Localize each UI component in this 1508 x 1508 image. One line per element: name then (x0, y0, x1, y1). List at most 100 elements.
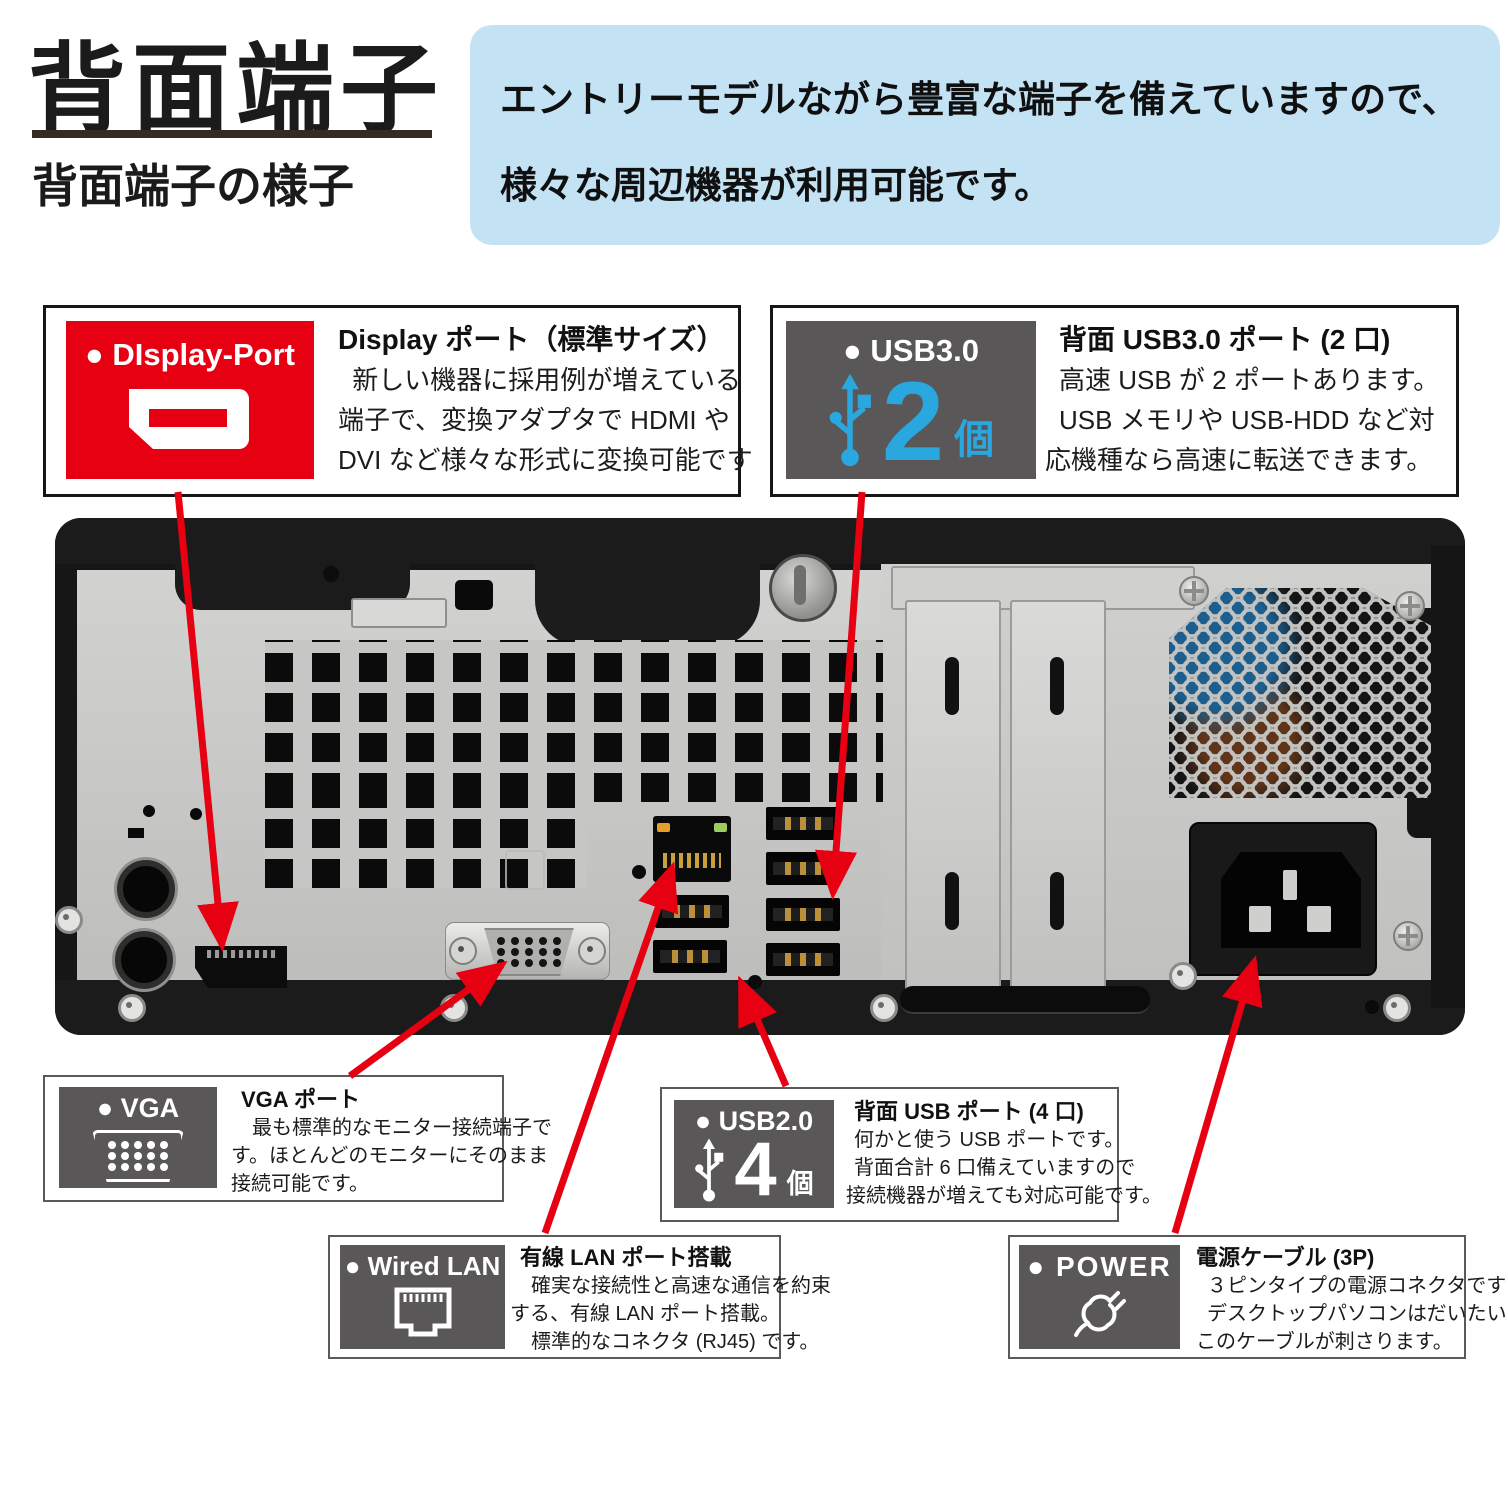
usb20-chip-text: USB2.0 (718, 1106, 814, 1136)
usb20-count: 4 (734, 1127, 777, 1213)
screw (55, 906, 83, 934)
intro-box: エントリーモデルながら豊富な端子を備えていますので、 様々な周辺機器が利用可能で… (470, 25, 1500, 245)
kensington-slot (455, 580, 493, 610)
screw-hole (323, 566, 339, 582)
lan-pins (663, 853, 721, 868)
screw (1169, 962, 1197, 990)
lan-title: 有線 LAN ポート搭載 (520, 1245, 732, 1270)
pc-rear-photo (55, 518, 1465, 1035)
power-pin (1249, 906, 1271, 932)
vga-pin-row (484, 959, 573, 967)
thumbscrew (769, 554, 837, 622)
usb-tongue (772, 816, 834, 831)
displayport-port (195, 946, 287, 988)
screw (1393, 921, 1423, 951)
vga-pin-row (484, 948, 573, 956)
callout-vga: ● VGA VGA ポート 最も標準的なモニター接続端子で す。ほとんどのモニタ… (43, 1075, 552, 1202)
case-latch (351, 598, 447, 628)
usb30-chip: ● USB3.0 2 個 (786, 321, 1036, 479)
panel-hole (143, 805, 155, 817)
power-inlet (1189, 822, 1377, 976)
lan-chip-text: Wired LAN (367, 1251, 501, 1281)
callout-lan: ● Wired LAN 有線 LAN ポート搭載 確実な接続性と高速な通信を約束… (328, 1235, 831, 1359)
vga-screw (449, 937, 477, 965)
usb30-line: 高速 USB が 2 ポートあります。 (1059, 365, 1440, 395)
vga-screw (578, 937, 606, 965)
usb-tongue (772, 907, 834, 922)
lan-line: する、有線 LAN ポート搭載。 (510, 1303, 781, 1325)
displayport-pins (207, 950, 277, 958)
usb30-line: USB メモリや USB-HDD など対 (1059, 405, 1435, 435)
usb30-line: 応機種なら高速に転送できます。 (1045, 445, 1433, 475)
callout-usb20: ● USB2.0 4 個 背面 USB ポート (4 口) (660, 1087, 1162, 1222)
vga-line: す。ほとんどのモニターにそのまま (231, 1145, 548, 1167)
title-underline (32, 130, 432, 138)
usb30-count: 2 (881, 358, 945, 484)
chassis-handle-bump (535, 518, 760, 646)
displayport-title: Display ポート（標準サイズ） (338, 324, 725, 355)
power-title: 電源ケーブル (3P) (1196, 1245, 1375, 1270)
usb30-chip-label: ● USB3.0 (786, 333, 1036, 369)
screw (1179, 576, 1209, 606)
power-plug-icon (1073, 1291, 1126, 1337)
usb-tongue (772, 952, 834, 967)
slot-vent (945, 657, 959, 715)
panel-hole (632, 865, 646, 879)
power-line: デスクトップパソコンはだいたい (1207, 1303, 1507, 1325)
power-pin (1307, 906, 1331, 932)
screw (440, 994, 468, 1022)
power-text: 電源ケーブル (3P) ３ピンタイプの電源コネクタです デスクトップパソコンはだ… (1196, 1243, 1507, 1356)
usb20-chip-label: ● USB2.0 (674, 1106, 834, 1137)
usb-port (766, 807, 840, 840)
panel-hole (1365, 1000, 1379, 1014)
psu-vent (1169, 588, 1431, 798)
callout-displayport: ● DIsplay-Port Display ポート（標準サイズ） 新しい機器に… (43, 305, 753, 497)
usb20-text: 背面 USB ポート (4 口) 何かと使う USB ポートです。 背面合計 6… (846, 1097, 1162, 1210)
usb-port (653, 940, 727, 973)
power-line: ３ピンタイプの電源コネクタです (1207, 1275, 1507, 1297)
slot-vent (1050, 657, 1064, 715)
power-chip: ● POWER (1019, 1245, 1180, 1349)
callout-usb30: ● USB3.0 2 個 背面 USB3.0 ポート (2 口 (770, 305, 1459, 497)
vga-line: 最も標準的なモニター接続端子で (252, 1117, 552, 1139)
lan-text: 有線 LAN ポート搭載 確実な接続性と高速な通信を約束 する、有線 LAN ポ… (510, 1243, 831, 1356)
lan-led-green (714, 823, 727, 832)
page-title: 背面端子 (28, 34, 445, 144)
bullet-icon: ● (694, 1106, 712, 1136)
vent-grid (265, 640, 883, 802)
lan-line: 確実な接続性と高速な通信を約束 (531, 1275, 831, 1297)
usb20-chip: ● USB2.0 4 個 (674, 1100, 834, 1208)
c14-socket (1221, 852, 1361, 948)
bullet-icon: ● (843, 333, 862, 368)
usb-port (766, 898, 840, 931)
vga-pin-row (484, 937, 573, 945)
displayport-icon (129, 389, 249, 449)
screw (1395, 591, 1425, 621)
page-subtitle: 背面端子の様子 (32, 160, 354, 212)
displayport-line: DVI など様々な形式に変換可能です (338, 445, 753, 475)
audio-jack (115, 931, 173, 989)
lan-led-orange (657, 823, 670, 832)
usb-tongue (659, 949, 721, 964)
usb-port (655, 895, 729, 928)
usb-icon (829, 373, 871, 467)
usb-tongue (661, 904, 723, 919)
usb30-countrow: 2 個 (786, 358, 1036, 484)
usb-port (766, 943, 840, 976)
bullet-icon: ● (85, 337, 104, 372)
displayport-chip-label: ● DIsplay-Port (66, 337, 314, 373)
power-chip-text: POWER (1055, 1251, 1172, 1282)
lan-line: 標準的なコネクタ (RJ45) です。 (531, 1331, 820, 1353)
chassis-bottom-edge (55, 980, 1465, 1035)
bullet-icon: ● (344, 1251, 361, 1281)
power-pin (1283, 870, 1297, 900)
usb20-countrow: 4 個 (674, 1127, 834, 1213)
usb30-title: 背面 USB3.0 ポート (2 口) (1059, 324, 1391, 355)
usb30-text: 背面 USB3.0 ポート (2 口) 高速 USB が 2 ポートあります。 … (1045, 320, 1440, 480)
displayport-chip: ● DIsplay-Port (66, 321, 314, 479)
screw (118, 994, 146, 1022)
displayport-chip-text: DIsplay-Port (112, 337, 295, 372)
callout-power: ● POWER 電源ケーブル (3P) ３ピンタイプの電源コネクタです デスクト… (1008, 1235, 1507, 1359)
lan-icon (394, 1287, 451, 1337)
